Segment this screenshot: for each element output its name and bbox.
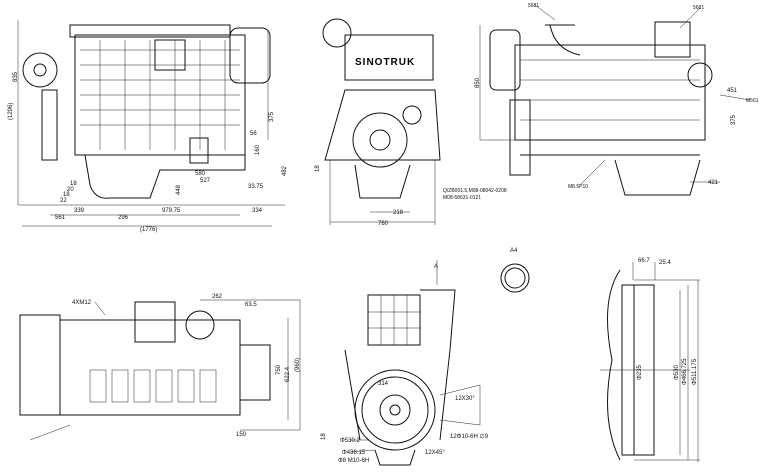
brand-logo: SINOTRUK — [355, 57, 415, 68]
dim-label: Φ466.725 — [682, 358, 688, 385]
dim-label: 4XM12 — [72, 300, 92, 306]
dim-label: 18 — [321, 433, 327, 440]
view-label: A — [434, 264, 438, 270]
dim-label: 339 — [74, 208, 85, 214]
dim-label: 448 — [176, 184, 182, 195]
dim-label: 25.4 — [659, 260, 671, 266]
dim-label: 262 — [212, 294, 223, 300]
dim-label: 561 — [55, 215, 66, 221]
dim-label: Φ530.2 — [340, 438, 360, 444]
dimension-labels: (1296) 835 375 56 160 482 580 527 33.75 … — [8, 3, 759, 464]
dim-label: 835 — [13, 71, 19, 82]
dim-label: 12X30° — [455, 396, 475, 402]
dim-label: 622.4 — [285, 366, 291, 382]
dim-label: 750 — [276, 364, 282, 375]
dim-label: 218 — [393, 210, 404, 216]
dim-label: 18 — [315, 165, 321, 172]
dim-label: Φ235 — [637, 365, 643, 380]
dim-label: 760 — [378, 221, 389, 227]
dim-label: 580 — [195, 171, 206, 177]
callout: M8.5P10 — [568, 184, 588, 190]
front-view — [322, 18, 441, 225]
right-side-view — [479, 4, 751, 196]
dim-label: 12Φ10-6H ∅9 — [450, 433, 489, 440]
callout: M561 — [746, 98, 759, 104]
part-note: M08-58631-0121 — [443, 195, 481, 201]
dim-label: 160 — [255, 144, 261, 155]
detail-label: A4 — [510, 248, 518, 254]
dim-label: 33.75 — [248, 184, 264, 190]
callout: 5681 — [693, 5, 704, 11]
dim-label: 63.5 — [245, 302, 257, 308]
dim-label: 296 — [118, 215, 129, 221]
dim-label: 334 — [252, 208, 263, 214]
callout: 5681 — [528, 3, 539, 9]
dim-label: (960) — [295, 358, 301, 372]
rear-view — [344, 260, 530, 466]
dim-label: 451 — [727, 88, 738, 94]
dim-label: 66.7 — [638, 258, 650, 264]
flywheel-section-view — [600, 262, 700, 462]
dim-label: 22 — [60, 198, 67, 204]
dim-label: 979.75 — [162, 208, 181, 214]
dim-label: Φ511.175 — [692, 358, 698, 385]
dim-label: 150 — [236, 432, 247, 438]
top-view — [19, 299, 301, 441]
dim-label: 18 — [63, 192, 70, 198]
dim-label: Φ530 — [674, 365, 680, 380]
dim-label: Φ438.15 — [342, 450, 366, 456]
dim-label: 850 — [475, 77, 481, 88]
dim-label: 375 — [731, 114, 737, 125]
dim-label: 314 — [378, 381, 389, 387]
dim-label: 56 — [250, 131, 257, 137]
dim-label: 482 — [282, 165, 288, 176]
dim-label: (1296) — [8, 103, 14, 120]
left-side-view — [17, 20, 285, 227]
dim-label: (1776) — [140, 227, 157, 233]
dim-label: 12X45° — [425, 450, 445, 456]
dim-label: 421 — [708, 180, 719, 186]
dim-label: 527 — [200, 178, 211, 184]
dim-label: 18 — [70, 181, 77, 187]
dim-label: 375 — [269, 111, 275, 122]
part-note: Q/ZB001.5,M08-08042-0208 — [443, 188, 507, 194]
dim-label: Φ8 M10-6H — [338, 458, 369, 464]
dim-label: 20 — [67, 187, 74, 193]
